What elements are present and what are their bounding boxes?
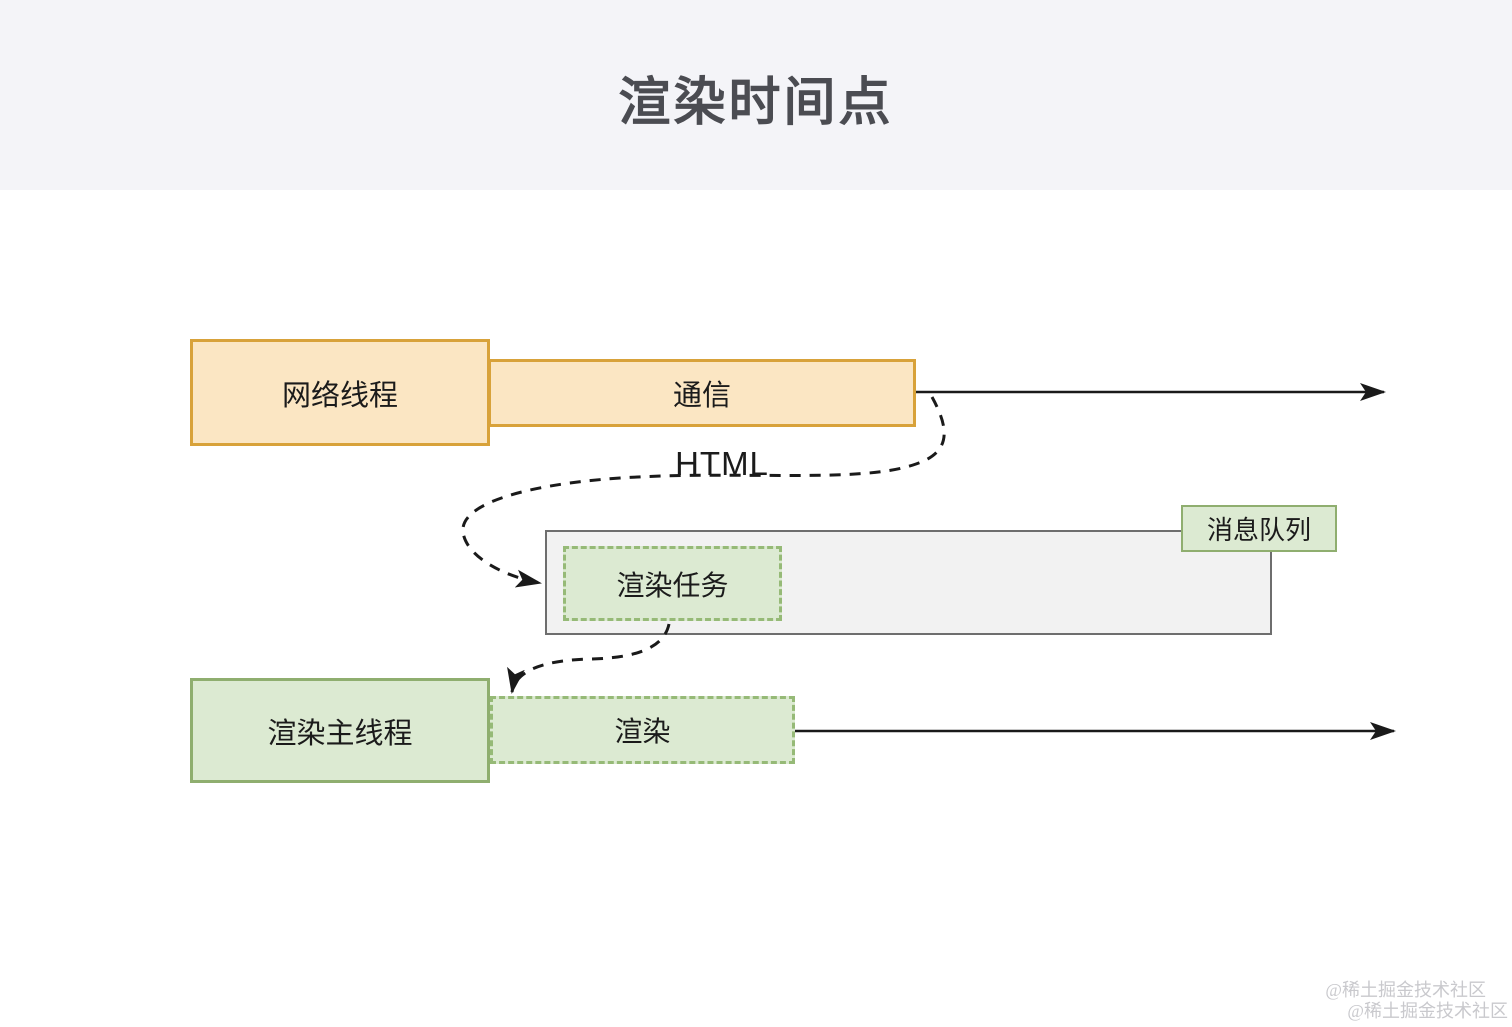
page-title: 渲染时间点 bbox=[618, 73, 894, 132]
render-main-thread-label: 渲染主线程 bbox=[267, 717, 413, 750]
network-thread-box: 网络线程 bbox=[190, 339, 490, 446]
title-banner: 渲染时间点 bbox=[0, 0, 1512, 190]
html-annotation: HTML bbox=[675, 445, 769, 482]
message-queue-label: 消息队列 bbox=[1206, 515, 1311, 545]
message-queue-label-box: 消息队列 bbox=[1181, 505, 1337, 552]
render-task-label: 渲染任务 bbox=[616, 569, 729, 601]
communication-label: 通信 bbox=[672, 380, 731, 412]
watermark-text: @稀土掘金技术社区 bbox=[1347, 1001, 1508, 1021]
watermark-text: @稀土掘金技术社区 bbox=[1325, 980, 1486, 1000]
network-thread-label: 网络线程 bbox=[281, 379, 398, 412]
communication-bar: 通信 bbox=[488, 359, 916, 427]
render-task-box: 渲染任务 bbox=[563, 546, 782, 621]
render-main-thread-box: 渲染主线程 bbox=[190, 678, 490, 783]
render-bar: 渲染 bbox=[490, 696, 795, 764]
render-label: 渲染 bbox=[614, 716, 671, 747]
